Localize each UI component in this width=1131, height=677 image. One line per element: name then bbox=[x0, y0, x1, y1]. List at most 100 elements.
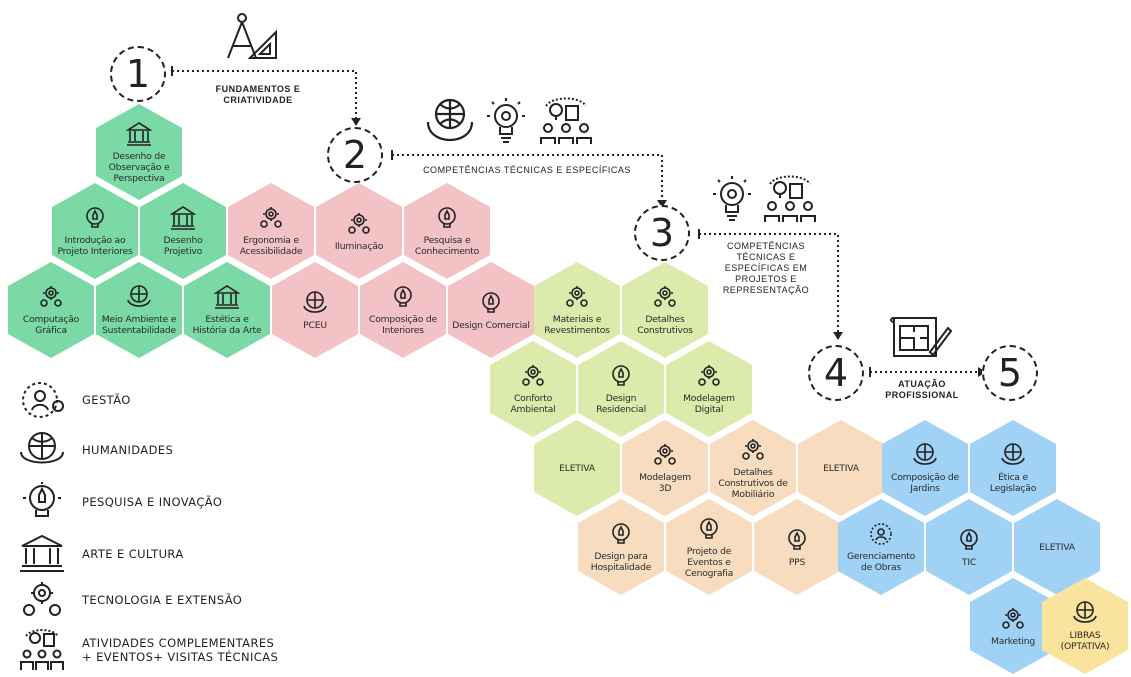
legend-humanidades: HUMANIDADES bbox=[18, 430, 173, 470]
lightbulb-rocket-icon bbox=[438, 207, 456, 228]
globe-people-icon bbox=[303, 290, 327, 313]
hex-composicao-interiores: Composição de Interiores bbox=[360, 262, 446, 358]
hex-label: Desenho Projetivo bbox=[163, 235, 203, 257]
step-circle-5: 5 bbox=[982, 345, 1038, 401]
lightbulb-rocket-icon bbox=[788, 528, 806, 550]
hex-introducao-projeto: Introdução ao Projeto Interiores bbox=[52, 183, 138, 279]
hex-label: Estética e História da Arte bbox=[192, 314, 262, 336]
lightbulb-gear-icon bbox=[713, 176, 751, 221]
lightbulb-gear-icon bbox=[487, 98, 525, 143]
step-circle-3: 3 bbox=[634, 205, 690, 261]
step-caption-2: COMPETÊNCIAS TÉCNICAS E ESPECÍFICAS bbox=[423, 165, 631, 175]
hex-label: Conforto Ambiental bbox=[510, 393, 556, 415]
management-icon bbox=[22, 382, 64, 418]
legend-label: ATIVIDADES COMPLEMENTARES + EVENTOS+ VIS… bbox=[82, 636, 279, 664]
hex-label: Detalhes Construtivos de Mobiliário bbox=[718, 466, 788, 500]
hex-label: Iluminação bbox=[334, 240, 384, 252]
connector-1-2 bbox=[172, 70, 357, 118]
globe-people-icon bbox=[913, 443, 937, 465]
hex-pceu: PCEU bbox=[272, 262, 358, 358]
hex-label: Detalhes Construtivos bbox=[637, 314, 693, 336]
museum-icon bbox=[126, 121, 152, 146]
hex-label: Ética e Legislação bbox=[989, 472, 1037, 494]
blueprint-icon bbox=[890, 317, 952, 357]
gears-icon bbox=[566, 286, 588, 307]
hex-pesquisa: Pesquisa e Conhecimento bbox=[404, 183, 490, 279]
step-caption-4: ATUAÇÃO PROFISSIONAL bbox=[885, 379, 959, 400]
arrowhead-3-4 bbox=[833, 332, 843, 340]
group-map-icon bbox=[764, 175, 816, 222]
hex-label: ELETIVA bbox=[823, 462, 859, 474]
gears-icon bbox=[40, 286, 62, 307]
hex-label: PPS bbox=[788, 556, 806, 568]
hex-label: Introdução ao Projeto Interiores bbox=[57, 235, 133, 257]
hex-label: PCEU bbox=[303, 319, 327, 331]
step-circle-1: 1 bbox=[110, 46, 166, 102]
hex-label: Modelagem Digital bbox=[683, 393, 735, 415]
gears-icon bbox=[654, 444, 676, 465]
hex-label: Design Residencial bbox=[596, 393, 646, 415]
gears-icon bbox=[654, 286, 676, 307]
legend-label: ARTE E CULTURA bbox=[82, 547, 184, 561]
lightbulb-rocket-icon bbox=[394, 286, 412, 307]
lightbulb-rocket-icon bbox=[23, 482, 61, 517]
museum-icon bbox=[170, 206, 196, 230]
gears-icon bbox=[1002, 607, 1024, 629]
hex-iluminacao: Iluminação bbox=[316, 183, 402, 279]
hex-computacao-grafica: Computação Gráfica bbox=[8, 262, 94, 358]
globe-people-icon bbox=[1073, 601, 1097, 623]
hex-label: Pesquisa e Conhecimento bbox=[414, 235, 480, 257]
hex-label: TIC bbox=[961, 556, 977, 568]
gears-icon bbox=[698, 365, 720, 386]
hex-libras: LIBRAS (OPTATIVA) bbox=[1042, 578, 1128, 674]
hex-label: Composição de Interiores bbox=[369, 314, 437, 336]
hex-label: Desenho de Observação e Perspectiva bbox=[108, 150, 170, 184]
step-circle-2: 2 bbox=[327, 127, 383, 183]
museum-icon bbox=[214, 285, 240, 309]
legend-label: TECNOLOGIA E EXTENSÃO bbox=[82, 593, 243, 607]
legend-label: PESQUISA E INOVAÇÃO bbox=[82, 495, 223, 509]
legend-label: GESTÃO bbox=[82, 393, 131, 407]
gears-icon bbox=[348, 212, 370, 234]
hex-label: Composição de Jardins bbox=[891, 472, 959, 494]
arrowhead-1-2 bbox=[351, 118, 361, 126]
step-caption-1: FUNDAMENTOS E CRIATIVIDADE bbox=[215, 84, 301, 105]
legend-arte-cultura: ARTE E CULTURA bbox=[18, 534, 184, 574]
step-caption-3: COMPETÊNCIAS TÉCNICAS E ESPECÍFICAS EM P… bbox=[722, 241, 810, 295]
hex-label: Computação Gráfica bbox=[22, 314, 80, 336]
hex-label: Marketing bbox=[991, 635, 1035, 647]
lightbulb-rocket-icon bbox=[960, 528, 978, 550]
lightbulb-rocket-icon bbox=[612, 523, 630, 544]
hex-label: Projeto de Eventos e Cenografia bbox=[684, 545, 734, 579]
legend-label: HUMANIDADES bbox=[82, 443, 174, 457]
compass-ruler-icon bbox=[227, 13, 277, 59]
lightbulb-rocket-icon bbox=[482, 291, 500, 313]
legend-tecnologia: TECNOLOGIA E EXTENSÃO bbox=[18, 580, 242, 620]
globe-people-icon bbox=[1001, 443, 1025, 465]
hex-label: Ergonomia e Acessibilidade bbox=[239, 235, 303, 257]
hex-label: Meio Ambiente e Sustentabilidade bbox=[101, 314, 177, 336]
step-circle-4: 4 bbox=[808, 345, 864, 401]
lightbulb-rocket-icon bbox=[700, 517, 718, 539]
gears-icon bbox=[260, 207, 282, 228]
hex-label: Design Comercial bbox=[452, 319, 530, 331]
hex-label: Design para Hospitalidade bbox=[590, 551, 652, 573]
group-map-icon bbox=[540, 97, 592, 144]
hex-label: Gerenciamento de Obras bbox=[846, 551, 916, 573]
connector-2-3 bbox=[392, 154, 663, 200]
arrowhead-2-3 bbox=[657, 200, 667, 208]
management-icon bbox=[870, 523, 892, 545]
globe-people-icon bbox=[127, 285, 151, 307]
hex-label: ELETIVA bbox=[1039, 541, 1075, 553]
gears-icon bbox=[742, 438, 764, 460]
globe-people-icon bbox=[20, 432, 64, 464]
gears-icon bbox=[522, 365, 544, 386]
hex-label: Materiais e Revestimentos bbox=[544, 314, 610, 336]
connector-3-4 bbox=[699, 233, 839, 332]
gears-icon bbox=[23, 582, 61, 616]
legend-atividades: ATIVIDADES COMPLEMENTARES + EVENTOS+ VIS… bbox=[18, 628, 278, 672]
legend-pesquisa: PESQUISA E INOVAÇÃO bbox=[18, 482, 222, 522]
hex-label: ELETIVA bbox=[559, 462, 595, 474]
hex-label: LIBRAS (OPTATIVA) bbox=[1060, 630, 1110, 652]
